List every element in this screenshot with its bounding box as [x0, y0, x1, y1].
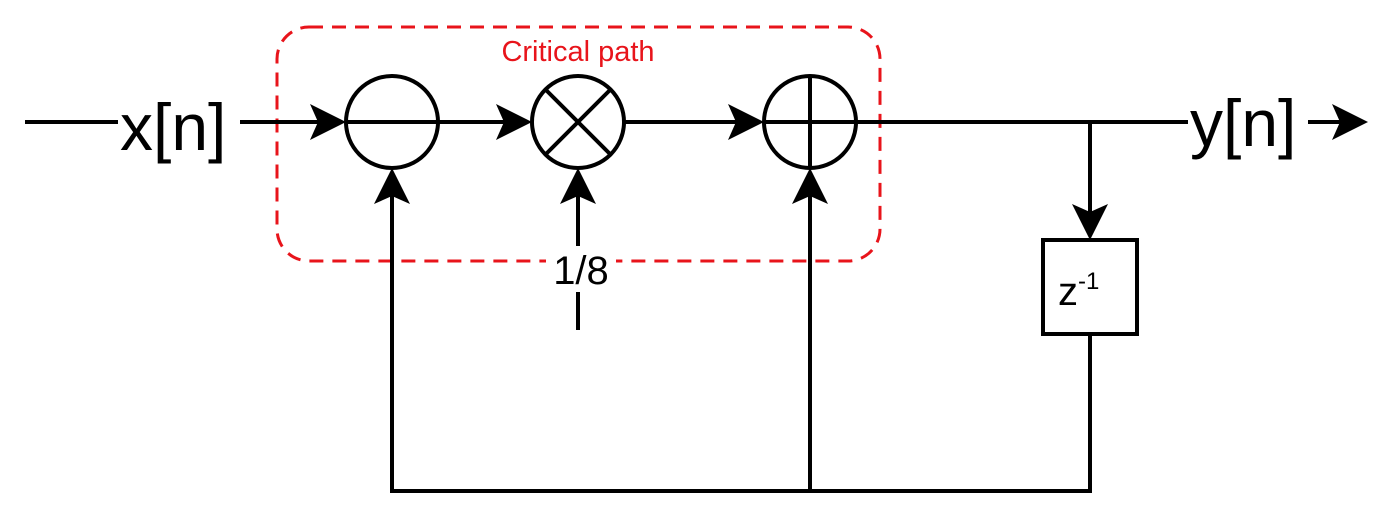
- delay-label: z-1: [1058, 268, 1099, 314]
- output-arrow: [1332, 104, 1368, 140]
- input-label: x[n]: [120, 90, 226, 164]
- output-label: y[n]: [1190, 86, 1296, 160]
- arrow-to-subtractor: [310, 104, 346, 140]
- critical-path-box: [275, 25, 882, 263]
- arrow-up-to-adder: [792, 168, 828, 204]
- arrow-to-delay: [1072, 204, 1108, 240]
- arrow-to-multiplier: [496, 104, 532, 140]
- critical-path-label: Critical path: [501, 36, 654, 68]
- coefficient-label: 1/8: [553, 249, 609, 293]
- arrow-to-adder: [728, 104, 764, 140]
- arrow-up-to-multiplier: [560, 168, 596, 204]
- multiply-symbol-b: [544, 88, 612, 156]
- arrow-up-to-subtractor: [374, 168, 410, 204]
